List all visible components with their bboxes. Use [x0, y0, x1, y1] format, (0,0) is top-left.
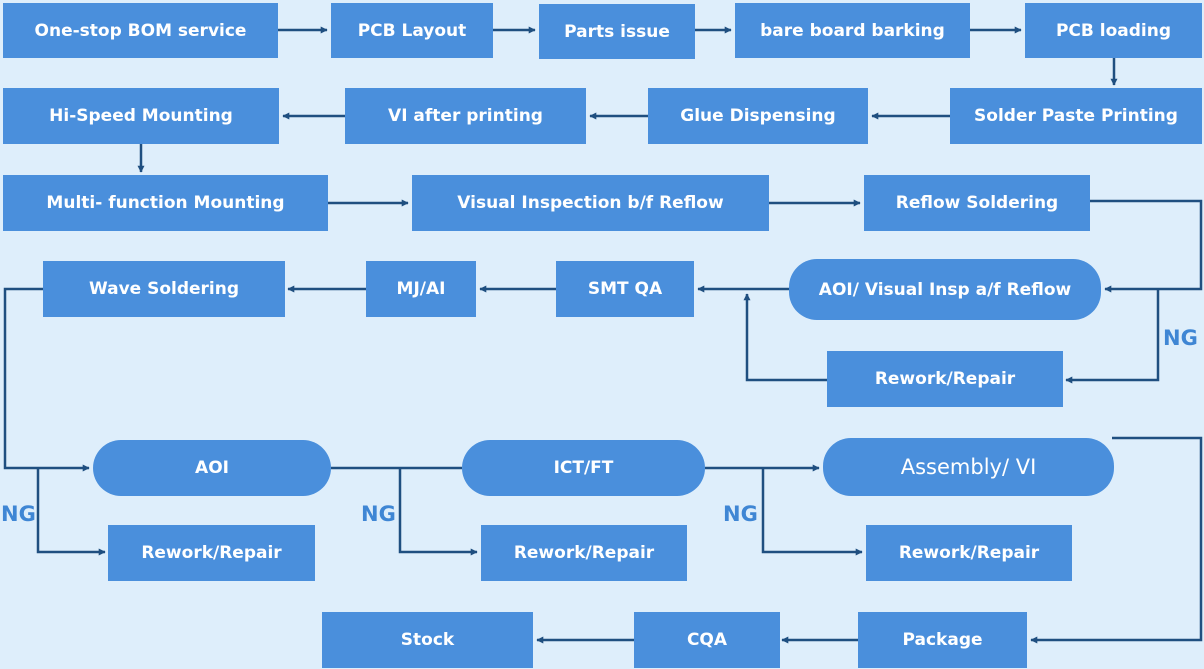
step-bom-service: One-stop BOM service [3, 3, 278, 58]
step-pcb-layout: PCB Layout [331, 3, 493, 58]
step-reflow-soldering: Reflow Soldering [864, 175, 1090, 231]
step-vi-after-printing: VI after printing [345, 88, 586, 144]
arrow-ict-ng-to-rework [398, 468, 478, 556]
step-aoi: AOI [93, 440, 331, 496]
step-cqa: CQA [634, 612, 780, 668]
step-wave-soldering: Wave Soldering [43, 261, 285, 317]
step-package: Package [858, 612, 1027, 668]
ng-label-ict-ft: NG [361, 502, 396, 526]
step-pcb-loading: PCB loading [1025, 3, 1202, 58]
step-rework-repair-ict: Rework/Repair [481, 525, 687, 581]
step-multi-function-mounting: Multi- function Mounting [3, 175, 328, 231]
step-visual-inspection-before-reflow: Visual Inspection b/f Reflow [412, 175, 769, 231]
step-smt-qa: SMT QA [556, 261, 694, 317]
step-glue-dispensing: Glue Dispensing [648, 88, 868, 144]
ng-label-assembly: NG [723, 502, 758, 526]
arrow-assembly-to-package [1030, 436, 1203, 644]
step-ict-ft: ICT/FT [462, 440, 705, 496]
step-hi-speed-mounting: Hi-Speed Mounting [3, 88, 279, 144]
step-bare-board-barking: bare board barking [735, 3, 970, 58]
step-stock: Stock [322, 612, 533, 668]
step-parts-issue: Parts issue [539, 4, 695, 59]
arrow-assembly-ng-to-rework [761, 468, 863, 556]
arrow-ng-to-rework [1065, 289, 1160, 384]
arrow-aoi-ng-to-rework [36, 468, 106, 556]
arrow-reflow-to-aoi-visual [1090, 199, 1203, 293]
step-solder-paste-printing: Solder Paste Printing [950, 88, 1202, 144]
step-aoi-visual-inspection-after-reflow: AOI/ Visual Insp a/f Reflow [789, 259, 1101, 320]
ng-label-aoi-visual: NG [1163, 326, 1198, 350]
arrow-rework-back-to-qa [743, 293, 827, 382]
step-rework-repair-aoi-visual: Rework/Repair [827, 351, 1063, 407]
step-assembly-vi: Assembly/ VI [823, 438, 1114, 496]
ng-label-aoi: NG [1, 502, 36, 526]
step-rework-repair-aoi: Rework/Repair [108, 525, 315, 581]
step-rework-repair-assembly: Rework/Repair [866, 525, 1072, 581]
step-mj-ai: MJ/AI [366, 261, 476, 317]
arrow-wave-to-aoi [3, 287, 90, 472]
